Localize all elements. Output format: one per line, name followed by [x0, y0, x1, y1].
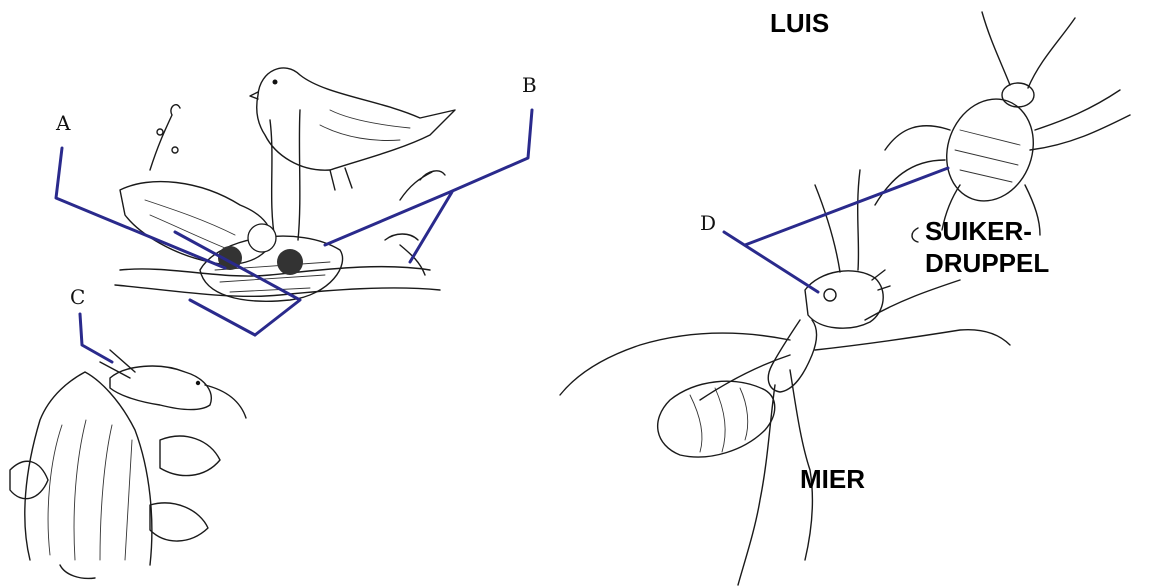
protea-stem: [60, 565, 95, 578]
label-suiker-line1: SUIKER-: [925, 216, 1032, 246]
sunbird-protea-illustration: [10, 350, 246, 578]
label-d: D: [700, 211, 716, 235]
ant-abdomen-bands: [690, 388, 748, 452]
ant-head: [805, 271, 883, 328]
protea-bract-lines: [48, 420, 132, 560]
ant-eye: [824, 289, 836, 301]
chick-3: [248, 224, 276, 252]
ant-abdomen: [658, 381, 775, 457]
ant-leg-front-right: [865, 280, 960, 320]
label-c: C: [70, 285, 85, 309]
sunbird-eye: [196, 381, 200, 385]
dove-legs: [330, 168, 352, 190]
aphid-right-legs: [1025, 90, 1130, 235]
ant-antennae: [815, 170, 860, 272]
dove-on-nest: [120, 182, 271, 265]
aphid-illustration: [875, 12, 1130, 235]
label-mier: MIER: [800, 464, 865, 494]
protea-body: [25, 372, 152, 565]
dove-beak: [250, 92, 258, 99]
label-b: B: [522, 73, 537, 97]
sugar-droplet-label: SUIKER- DRUPPEL: [925, 216, 1049, 278]
pointer-a-return: [190, 300, 255, 335]
pointer-b: [325, 110, 532, 245]
protea-leaf: [150, 503, 208, 541]
aphid-left-legs: [875, 126, 960, 230]
twig-left: [150, 105, 180, 170]
label-luis: LUIS: [770, 8, 829, 38]
pointer-c: [80, 314, 112, 362]
bud: [172, 147, 178, 153]
sugar-droplet: [912, 228, 918, 242]
pointer-d-to-ant: [724, 232, 818, 292]
birds-nest-illustration: [115, 68, 455, 301]
pointer-a: [56, 148, 225, 268]
ant-leg-mid-left: [700, 355, 790, 400]
pointer-d-to-aphid: [745, 168, 948, 245]
sunbird-tail: [100, 350, 135, 378]
aphid-antennae: [982, 12, 1075, 88]
aphid-body-texture: [955, 130, 1020, 182]
trunk: [270, 110, 300, 240]
dove-wing-lines: [320, 110, 410, 140]
pointer-b-branch: [410, 192, 452, 262]
bud: [157, 129, 163, 135]
pointer-lines-nest: [56, 110, 532, 335]
sunbird: [110, 366, 211, 409]
label-suiker-line2: DRUPPEL: [925, 248, 1049, 278]
dove-eye: [273, 80, 278, 85]
protea-leaf: [160, 436, 220, 475]
label-a: A: [55, 111, 71, 135]
branch: [120, 267, 430, 276]
ant-leg-hind-left: [738, 385, 775, 585]
chick-2: [277, 249, 303, 275]
ant-leg-mid-right: [815, 330, 1010, 350]
pointer-a-branch: [175, 232, 300, 335]
